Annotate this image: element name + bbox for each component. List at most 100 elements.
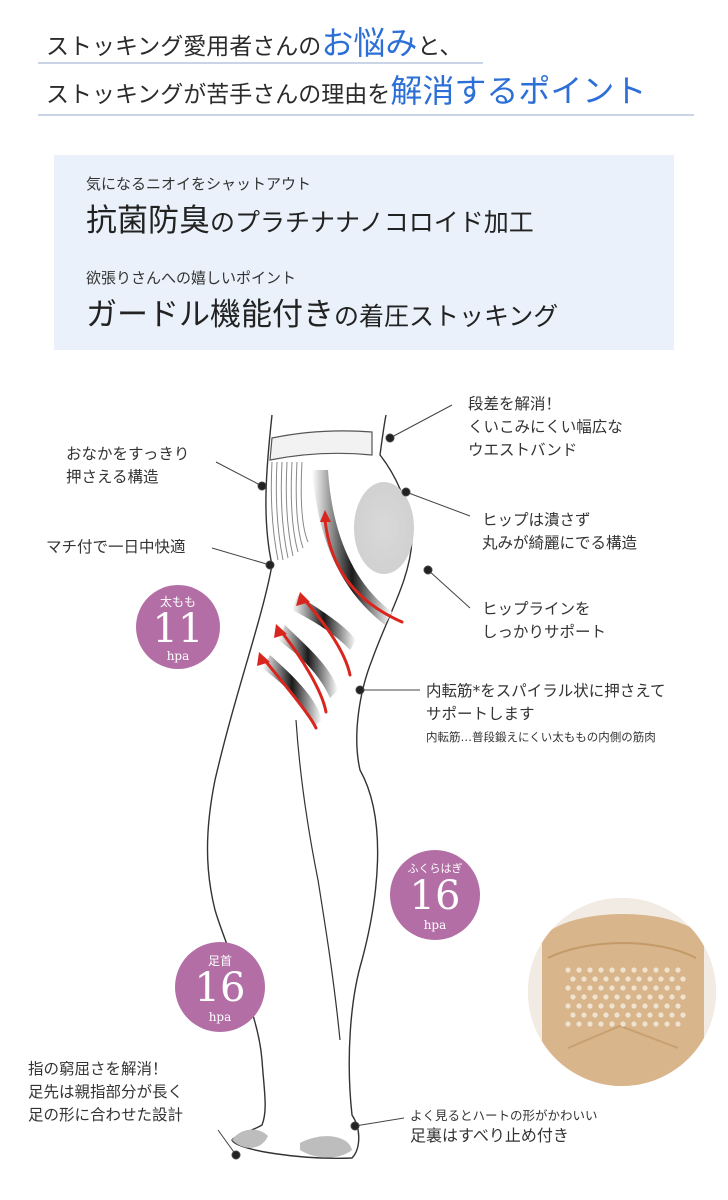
note-line: 内転筋*をスパイラル状に押さえて [426,682,666,700]
header-underline [38,62,483,64]
grip-dot [653,1003,659,1009]
badge-label: 足首 [207,954,232,968]
note-toe: 指の窮屈さを解消！ 足先は親指部分が長く 足の形に合わせた設計 [28,1058,183,1127]
note-line: しっかりサポート [482,623,607,641]
grip-dot [576,985,582,991]
grip-dot [598,1021,604,1027]
grip-dot [592,1012,598,1018]
note-spiral-footnote: 内転筋…普段鍛えにくい太ももの内側の筋肉 [426,730,656,744]
grip-dot [642,967,648,973]
grip-dot [565,1003,571,1009]
grip-dot [680,994,686,1000]
grip-dot [625,1012,631,1018]
grip-dot [592,994,598,1000]
note-line: 押さえる構造 [66,468,159,486]
sole-grip-image [528,898,716,1086]
grip-dot [598,1003,604,1009]
leader-lines [211,404,471,1160]
grip-dot [581,994,587,1000]
spiral-band [262,655,322,726]
support-arrows [261,518,404,730]
grip-dot [664,1021,670,1027]
feature-title-emphasis: ガードル機能付き [86,297,334,333]
header-text: ストッキング愛用者さんの [46,34,322,60]
grip-dot [631,1021,637,1027]
badge-value: 16 [194,965,246,1011]
tummy-rib-lines [270,461,309,561]
grip-dot [592,976,598,982]
grip-dot [658,976,664,982]
note-line: ヒップは潰さず [482,511,591,529]
header-text: ストッキングが苦手さんの理由を [46,82,391,108]
heart-grip-dots [565,967,686,1027]
grip-dot [581,976,587,982]
feature-title-rest: のプラチナナノコロイド加工 [210,208,534,237]
grip-dot [603,994,609,1000]
badge-value: 11 [152,606,204,652]
badge-unit: hpa [208,1010,232,1024]
note-line: 足先は親指部分が長く [28,1083,184,1101]
heel-reinforcement [300,1136,352,1158]
grip-dot [614,994,620,1000]
grip-dot [631,1003,637,1009]
feature-title: ガードル機能付きの着圧ストッキング [86,289,558,334]
note-line: ウエストバンド [468,441,578,459]
grip-dot [614,1012,620,1018]
note-sole-main: 足裏はすべり止め付き [410,1126,569,1145]
grip-dot [614,976,620,982]
note-gusset: マチ付で一日中快適 [46,538,186,556]
header-highlight: 解消するポイント [390,72,647,110]
badge-label: ふくらはぎ [407,862,463,875]
grip-dot [625,976,631,982]
feature-subtitle: 欲張りさんへの嬉しいポイント [86,269,297,287]
inner-leg-line [295,719,341,1041]
feature-subtitle: 気になるニオイをシャットアウト [86,175,312,193]
badge-unit: hpa [423,918,447,932]
note-line: くいこみにくい幅広な [468,418,623,436]
grip-dot [603,1012,609,1018]
grip-dot [570,1012,576,1018]
grip-dot [636,1012,642,1018]
grip-dot [620,1003,626,1009]
grip-dot [598,967,604,973]
pressure-badge-ankle: 足首 16 hpa [175,942,265,1032]
header-underline [38,114,694,116]
hip-panel [354,482,414,574]
grip-dot [631,985,637,991]
grip-dot [675,967,681,973]
grip-dot [625,994,631,1000]
arrow-heads [257,510,331,666]
badge-label: 太もも [159,595,196,609]
grip-dot [598,985,604,991]
grip-dot [653,1021,659,1027]
grip-dot [609,1003,615,1009]
grip-dot [570,976,576,982]
grip-dot [570,994,576,1000]
note-waistband: 段差を解消！ くいこみにくい幅広な ウエストバンド [468,393,623,462]
feature-box: 気になるニオイをシャットアウト 抗菌防臭のプラチナナノコロイド加工 欲張りさんへ… [54,155,674,350]
leg-outline [206,414,413,1159]
note-hip: ヒップは潰さず 丸みが綺麗にでる構造 [482,509,637,555]
note-tummy: おなかをすっきり 押さえる構造 [66,443,189,489]
grip-dot [669,1012,675,1018]
grip-dot [636,994,642,1000]
grip-dot [647,1012,653,1018]
grip-dot [620,985,626,991]
grip-dot [664,967,670,973]
note-hipline: ヒップラインを しっかりサポート [482,598,606,644]
header-highlight: お悩み [321,24,418,62]
grip-dot [636,976,642,982]
grip-dot [642,1003,648,1009]
grip-dot [647,976,653,982]
grip-dot [680,976,686,982]
grip-dot [675,985,681,991]
note-line: 段差を解消！ [468,395,562,413]
header-line-1: ストッキング愛用者さんのお悩みと、 [46,18,462,64]
feature-title-rest: の着圧ストッキング [334,302,559,331]
pressure-badge-calf: ふくらはぎ 16 hpa [390,850,480,940]
grip-dot [653,985,659,991]
grip-dot [565,985,571,991]
grip-dot [642,985,648,991]
waistband [269,430,373,461]
grip-dot [603,976,609,982]
